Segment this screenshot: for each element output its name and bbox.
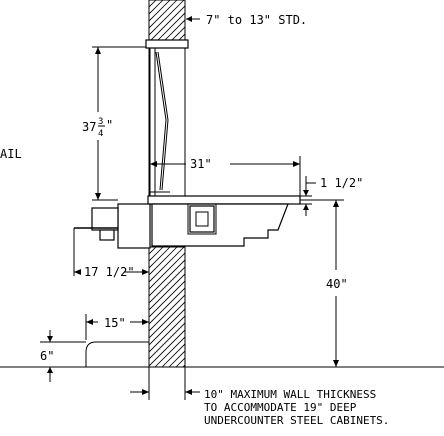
label-top-thickness: 1 1/2"	[320, 176, 363, 190]
label-height-40: 40"	[326, 277, 348, 291]
label-edge-text: AIL	[0, 147, 22, 161]
dim-offset-15	[85, 314, 149, 340]
dim-depth-31	[150, 156, 301, 196]
label-projection: 17 1/2"	[84, 265, 135, 279]
wall-header	[145, 39, 189, 49]
counter-top	[147, 195, 301, 205]
label-height-37: 37	[82, 120, 96, 134]
dim-height-37	[92, 46, 146, 201]
label-frac-num: 3	[98, 117, 103, 127]
label-frac-den: 4	[98, 129, 103, 139]
dim-wall-bottom	[130, 367, 200, 400]
dim-top-thickness	[300, 176, 316, 216]
label-wall-range: 7" to 13" STD.	[206, 13, 307, 27]
base-cove	[85, 341, 149, 367]
dim-projection	[73, 228, 149, 276]
label-depth-31: 31"	[190, 157, 212, 171]
access-panel	[189, 205, 215, 233]
dim-wall-range	[186, 16, 200, 22]
note-line-2: TO ACCOMMODATE 19" DEEP	[204, 401, 357, 414]
counter-cabinet	[151, 203, 289, 247]
note-line-1: 10" MAXIMUM WALL THICKNESS	[204, 388, 376, 401]
folding-door	[150, 51, 170, 193]
note-line-3: UNDERCOUNTER STEEL CABINETS.	[204, 414, 389, 427]
dim-base-6	[40, 330, 86, 382]
wall-lower	[148, 246, 186, 368]
dim-height-40	[300, 199, 344, 367]
label-base-6: 6"	[40, 349, 54, 363]
pass-through-unit	[74, 203, 151, 249]
label-offset-15: 15"	[104, 316, 126, 330]
label-inch-mark: "	[106, 118, 113, 132]
